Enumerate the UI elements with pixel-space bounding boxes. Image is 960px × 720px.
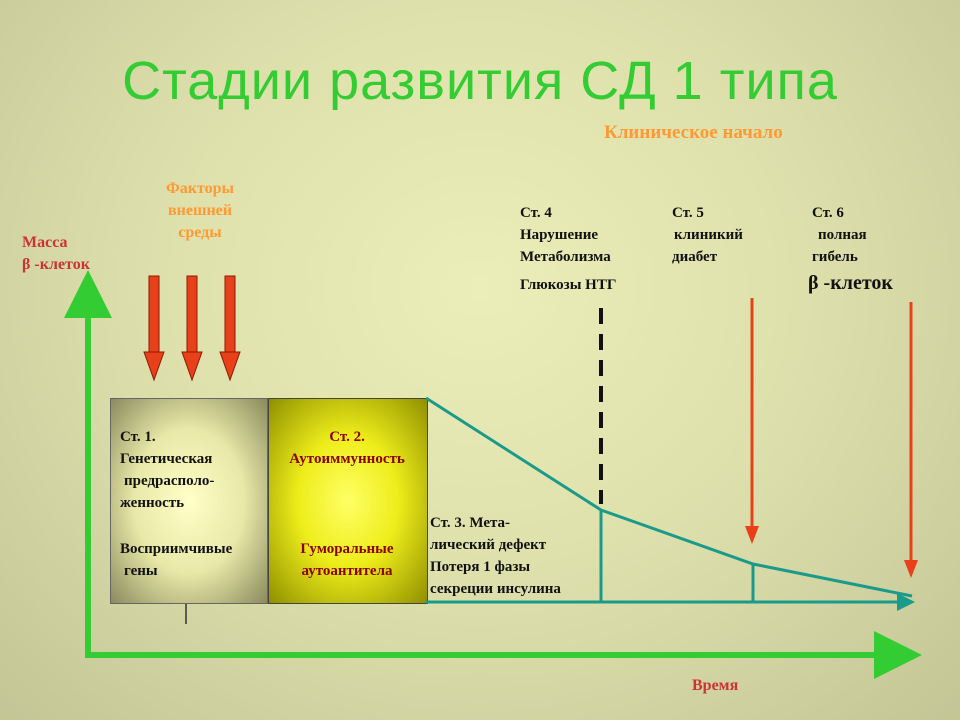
beta-cell-mass-curve — [425, 396, 913, 598]
stage6-beta-cells-text: β -клеток — [808, 272, 893, 294]
y-axis-label-line: β -клеток — [22, 256, 90, 273]
clinical-onset-label: Клиническое начало — [604, 122, 783, 143]
stage2-antibodies-text: Гуморальные аутоантитела — [270, 538, 424, 582]
stage5-line: диабет — [672, 249, 718, 265]
stage3-text: Ст. 3. Мета- лический дефект Потеря 1 фа… — [430, 512, 561, 600]
stage6-line: полная — [818, 227, 867, 243]
stage1-line: предрасполо- — [124, 473, 215, 489]
stage4-text: Ст. 4 Нарушение Метаболизма — [520, 202, 611, 268]
stage6-text: Ст. 6 полная гибель — [812, 202, 867, 268]
stage5-arrow — [745, 298, 759, 544]
stage3-line: Ст. 3. Мета- — [430, 515, 511, 531]
x-axis-label: Время — [692, 677, 739, 694]
external-factors-line: Факторы — [166, 180, 234, 197]
external-factors-line: внешней — [167, 202, 232, 219]
stage5-line: Ст. 5 — [672, 205, 704, 221]
stage1-line: женность — [120, 495, 185, 511]
stage3-line: секреции инсулина — [430, 581, 561, 597]
stage1-text: Ст. 1. Генетическая предрасполо- женност… — [120, 426, 214, 514]
stage1-genes-line: Восприимчивые — [120, 541, 233, 557]
stage2-antibodies-line: Гуморальные — [300, 541, 394, 557]
stage6-line: Ст. 6 — [812, 205, 844, 221]
stage5-text: Ст. 5 клиникий диабет — [672, 202, 743, 268]
stage4-line: Метаболизма — [520, 249, 611, 265]
stage1-genes-line: гены — [124, 563, 158, 579]
stage2-line: Аутоиммунность — [289, 451, 405, 467]
stage2-line: Ст. 2. — [329, 429, 365, 445]
stage4-line: Ст. 4 — [520, 205, 552, 221]
external-factor-arrow — [219, 275, 241, 382]
stage5-line: клиникий — [674, 227, 743, 243]
page-title: Стадии развития СД 1 типа — [122, 51, 838, 111]
stage6-line: гибель — [812, 249, 858, 265]
external-factor-arrow — [181, 275, 203, 382]
stage2-antibodies-line: аутоантитела — [301, 563, 393, 579]
stage6-arrow — [904, 302, 918, 578]
stage1-genes-text: Восприимчивые гены — [120, 538, 232, 582]
stage3-line: лический дефект — [430, 537, 547, 553]
y-axis-label: Масса β -клеток — [22, 232, 90, 276]
stage2-text: Ст. 2. Аутоиммунность — [270, 426, 424, 470]
stage1-box — [110, 398, 268, 604]
stage3-line: Потеря 1 фазы — [430, 559, 531, 575]
stage2-box — [268, 398, 428, 604]
stage1-line: Ст. 1. — [120, 429, 156, 445]
external-factor-arrow — [143, 275, 165, 382]
external-factors-label: Факторы внешней среды — [148, 178, 252, 244]
external-factors-line: среды — [178, 224, 222, 241]
stage1-line: Генетическая — [120, 451, 213, 467]
stage4-line: Нарушение — [520, 227, 599, 243]
y-axis-label-line: Масса — [22, 234, 68, 251]
stage4-glucose-text: Глюкозы НТГ — [520, 277, 617, 293]
